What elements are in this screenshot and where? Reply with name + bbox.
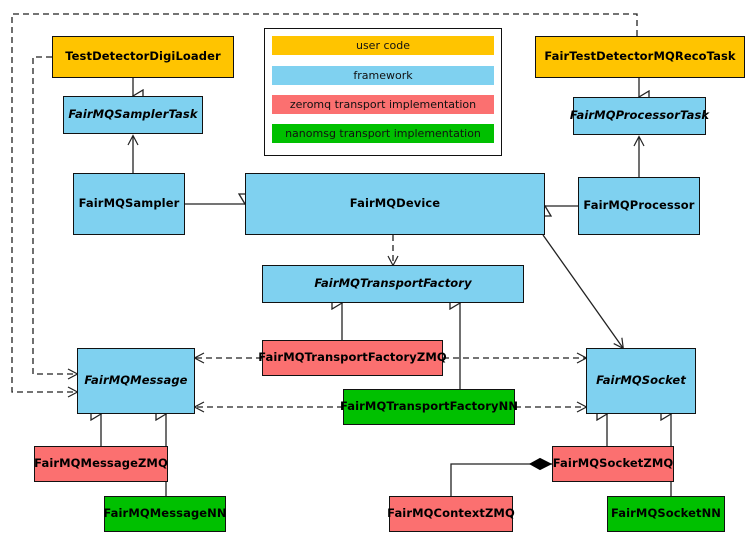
class-node-fairmqsamplertask[interactable]: FairMQSamplerTask [63, 96, 203, 134]
class-node-label: TestDetectorDigiLoader [65, 49, 221, 64]
class-node-label: FairMQMessageZMQ [34, 456, 168, 471]
class-node-label: FairTestDetectorMQRecoTask [544, 49, 736, 64]
edge-contextzmq-socketzmq [450, 464, 552, 496]
class-node-label: FairMQProcessor [583, 198, 695, 213]
class-node-fairmqtransportfactorynn[interactable]: FairMQTransportFactoryNN [339, 389, 519, 425]
class-node-label: FairMQSocketNN [610, 506, 722, 521]
class-node-testdetectordigiloader[interactable]: TestDetectorDigiLoader [52, 36, 234, 78]
edge-recotask-message [11, 13, 638, 398]
legend-item-user-code: user code [272, 36, 494, 55]
class-node-label: FairMQTransportFactoryZMQ [258, 350, 447, 365]
class-node-label: FairMQTransportFactoryNN [339, 399, 519, 414]
class-node-fairmqdevice[interactable]: FairMQDevice [245, 173, 545, 235]
class-node-label: FairMQTransportFactory [314, 276, 472, 291]
class-node-fairmqtransportfactory[interactable]: FairMQTransportFactory [262, 265, 524, 303]
class-node-fairmqmessage[interactable]: FairMQMessage [77, 348, 195, 414]
legend-item-zeromq: zeromq transport implementation [272, 95, 494, 114]
class-node-fairmqsocket[interactable]: FairMQSocket [586, 348, 696, 414]
legend-label-nanomsg: nanomsg transport implementation [285, 127, 481, 140]
class-node-fairmqsampler[interactable]: FairMQSampler [73, 173, 185, 235]
class-node-fairmqprocessortask[interactable]: FairMQProcessorTask [569, 97, 710, 135]
class-node-fairtestdetectormqrecotask[interactable]: FairTestDetectorMQRecoTask [535, 36, 745, 78]
class-node-label: FairMQMessage [84, 373, 188, 388]
class-node-label: FairMQMessageNN [103, 506, 227, 521]
legend-item-nanomsg: nanomsg transport implementation [272, 124, 494, 143]
class-node-label: FairMQSocketZMQ [552, 456, 674, 471]
class-node-fairmqcontextzmq[interactable]: FairMQContextZMQ [387, 496, 515, 532]
legend-item-framework: framework [272, 66, 494, 85]
class-node-label: FairMQSamplerTask [68, 107, 198, 122]
class-node-fairmqmessagezmq[interactable]: FairMQMessageZMQ [34, 446, 168, 482]
legend-label-user-code: user code [355, 39, 411, 52]
class-node-fairmqtransportfactoryzmq[interactable]: FairMQTransportFactoryZMQ [258, 340, 447, 376]
class-node-label: FairMQDevice [349, 196, 441, 211]
legend-label-framework: framework [353, 69, 413, 82]
class-node-label: FairMQSampler [78, 196, 180, 211]
class-node-label: FairMQContextZMQ [387, 506, 515, 521]
class-node-fairmqsocketnn[interactable]: FairMQSocketNN [607, 496, 725, 532]
class-node-fairmqmessagenn[interactable]: FairMQMessageNN [103, 496, 227, 532]
class-node-label: FairMQSocket [596, 373, 686, 388]
class-node-fairmqsocketzmq[interactable]: FairMQSocketZMQ [552, 446, 674, 482]
legend-label-zeromq: zeromq transport implementation [289, 98, 477, 111]
edge-device-socket [542, 234, 625, 350]
class-node-fairmqprocessor[interactable]: FairMQProcessor [578, 177, 700, 235]
class-node-label: FairMQProcessorTask [569, 108, 710, 123]
